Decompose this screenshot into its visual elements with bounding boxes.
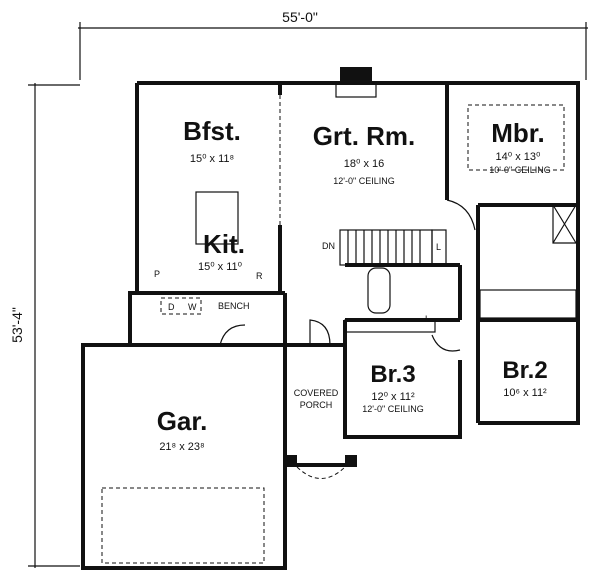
room-size-grt: 18⁰ x 16 — [344, 158, 385, 170]
room-ceiling-mbr: 10'-0" CEILING — [489, 165, 550, 175]
stairs — [339, 229, 447, 266]
room-ceiling-grt: 12'-0" CEILING — [333, 176, 394, 186]
room-name-kit: Kit. — [203, 229, 245, 259]
fireplace-icon — [340, 67, 372, 83]
room-name-gar: Gar. — [157, 406, 208, 436]
room-size-gar: 21⁸ x 23⁸ — [159, 441, 204, 453]
garage-door — [101, 487, 265, 564]
bench-label: BENCH — [218, 301, 250, 311]
stairs-down-label: DN — [322, 241, 335, 251]
linen-label-2: L — [425, 314, 430, 324]
tray-ceiling — [467, 104, 565, 171]
room-name-mbr: Mbr. — [491, 118, 544, 148]
closet-mbr — [479, 289, 577, 319]
room-name-br2: Br.2 — [502, 357, 547, 384]
room-size-mbr: 14⁰ x 13⁰ — [496, 151, 541, 163]
room-size-bfst: 15⁰ x 11⁸ — [190, 153, 234, 165]
linen-label-1: L — [436, 242, 441, 252]
pantry-label: P — [154, 269, 160, 279]
closet-br3 — [344, 319, 436, 333]
porch-label-1: COVERED — [294, 388, 339, 398]
fridge-label: R — [256, 271, 263, 281]
room-ceiling-br3: 12'-0" CEILING — [362, 404, 423, 414]
porch-label-2: PORCH — [300, 400, 333, 410]
depth-dimension: 53'-4" — [9, 83, 80, 568]
hearth — [335, 82, 377, 98]
washer-label: W — [188, 302, 197, 312]
width-label: 55'-0" — [282, 9, 318, 25]
depth-label: 53'-4" — [9, 307, 25, 343]
room-name-br3: Br.3 — [370, 361, 415, 388]
width-dimension: 55'-0" — [78, 9, 588, 80]
kitchen-island — [195, 191, 239, 245]
room-name-bfst: Bfst. — [183, 116, 241, 146]
bathtub — [367, 267, 391, 314]
dryer-label: D — [168, 302, 175, 312]
room-size-kit: 15⁰ x 11⁰ — [198, 261, 243, 273]
room-size-br3: 12⁰ x 11² — [371, 391, 415, 403]
room-name-grt: Grt. Rm. — [313, 121, 416, 151]
room-size-br2: 10⁶ x 11² — [503, 387, 547, 399]
